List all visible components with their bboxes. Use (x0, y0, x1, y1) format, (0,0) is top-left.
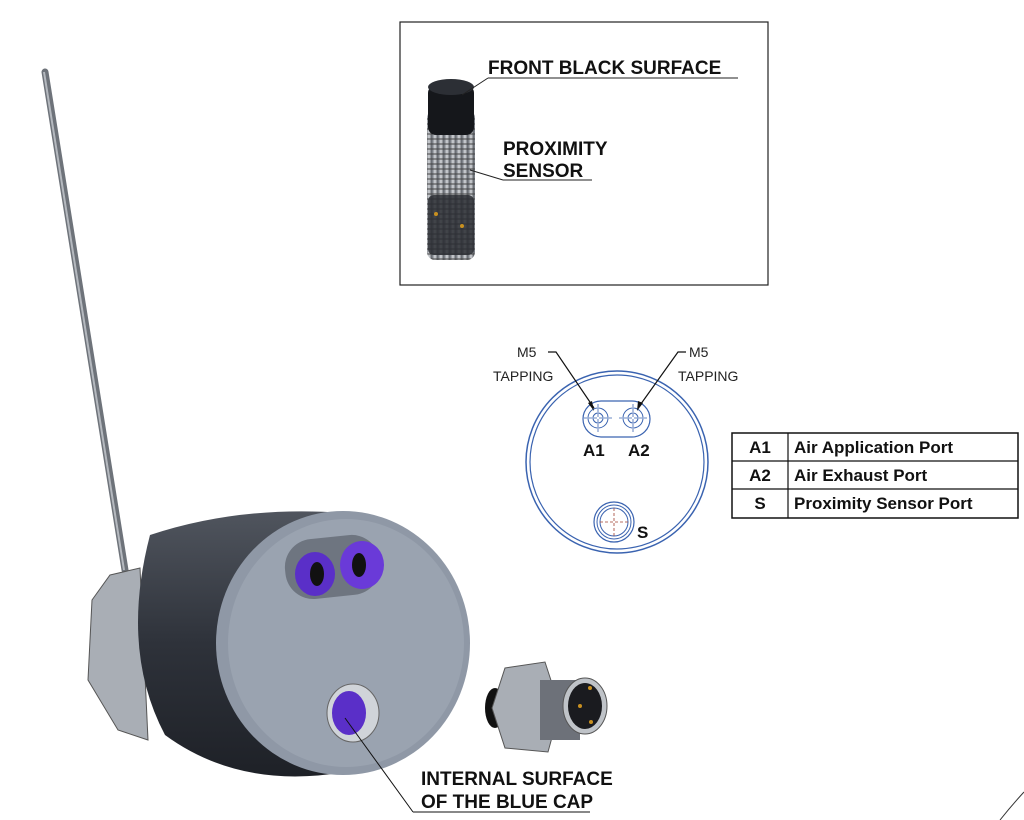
cap-label-line2: OF THE BLUE CAP (421, 792, 593, 813)
row-description: Air Exhaust Port (794, 466, 928, 485)
blue-cap (326, 683, 380, 743)
left-thread-size: M5 (517, 344, 537, 360)
push-fitting-a1 (295, 552, 335, 596)
left-thread-leader (548, 351, 595, 409)
port-a2-hole (619, 404, 647, 432)
proximity-label-line1: PROXIMITY (503, 139, 608, 160)
sensor-inset: FRONT BLACK SURFACE PROXIMITY SENSOR (399, 21, 769, 286)
row-code: A2 (749, 466, 771, 485)
cap-label-line1: INTERNAL SURFACE (421, 769, 613, 790)
sensor-leader-line (469, 169, 504, 181)
table-row: S Proximity Sensor Port (754, 494, 973, 513)
cap-leader-line (344, 717, 414, 813)
port-s-hole (593, 501, 635, 543)
table-row: A2 Air Exhaust Port (749, 466, 927, 485)
right-thread-size: M5 (689, 344, 709, 360)
port-slot (582, 400, 651, 438)
proximity-sensor-image (427, 79, 475, 260)
push-fitting-a2 (340, 541, 384, 589)
port-a1-hole (584, 404, 612, 432)
hex-nut (87, 567, 149, 741)
proximity-label-line2: SENSOR (503, 161, 584, 182)
port-legend-table: A1 Air Application Port A2 Air Exhaust P… (731, 432, 1019, 519)
sensor-connector (485, 661, 608, 753)
row-description: Proximity Sensor Port (794, 494, 973, 513)
front-black-surface-label: FRONT BLACK SURFACE (488, 58, 721, 79)
table-row: A1 Air Application Port (749, 438, 953, 457)
row-description: Air Application Port (794, 438, 953, 457)
port-a1-label: A1 (583, 441, 605, 460)
corner-arc (999, 791, 1024, 820)
right-thread-type: TAPPING (678, 368, 738, 384)
front-leader-line (461, 77, 489, 96)
right-thread-leader (637, 351, 686, 409)
cylinder-face (228, 519, 464, 767)
port-s-label: S (637, 523, 648, 542)
row-code: A1 (749, 438, 771, 457)
gripper-assembly-render (41, 68, 608, 777)
port-layout-drawing: M5 TAPPING M5 TAPPING A1 A2 S (493, 344, 738, 554)
row-code: S (754, 494, 765, 513)
port-a2-label: A2 (628, 441, 650, 460)
left-thread-type: TAPPING (493, 368, 553, 384)
